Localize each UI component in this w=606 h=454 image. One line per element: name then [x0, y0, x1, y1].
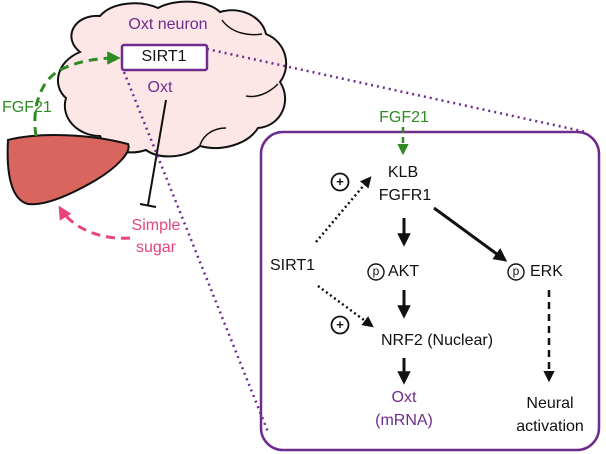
phospho-circle — [367, 263, 385, 281]
zoom-line-bottom — [122, 71, 270, 433]
brain-fold — [245, 83, 279, 98]
plus-symbol-nrf2: + — [336, 317, 344, 332]
inhibition-bar — [139, 203, 157, 208]
sirt1-to-nrf2-arrow — [317, 284, 374, 328]
oxt-mrna-label-line1: Oxt — [391, 389, 417, 406]
brain-shape — [57, 0, 288, 158]
liver-shape — [6, 134, 130, 206]
nrf2-label: NRF2 (Nuclear) — [381, 332, 494, 349]
oxt-mrna-label-line2: (mRNA) — [375, 412, 433, 429]
akt-label: AKT — [388, 263, 420, 280]
sirt1-box — [120, 43, 209, 72]
klb-label: KLB — [387, 164, 419, 181]
phospho-circle — [507, 263, 525, 281]
neural-activation-label-line2: activation — [516, 418, 584, 435]
phospho-symbol-erk: p — [512, 264, 520, 278]
plus-circle — [330, 172, 350, 192]
brain-fold — [199, 127, 227, 146]
phospho-symbol-akt: p — [372, 264, 380, 278]
oxt-neuron-label: Oxt neuron — [128, 16, 208, 33]
zoom-line-top — [206, 47, 587, 134]
neural-activation-label-line1: Neural — [526, 395, 574, 412]
sirt1-to-klb-arrow — [315, 176, 372, 243]
sugar-arrow-to-liver — [58, 205, 131, 240]
brain-fold — [221, 19, 263, 36]
fgf21-inset-label: FGF21 — [379, 109, 429, 126]
sirt1-inset-label: SIRT1 — [270, 257, 316, 274]
plus-circle — [330, 315, 350, 335]
erk-label: ERK — [530, 263, 563, 280]
plus-symbol-klb: + — [336, 174, 344, 189]
oxt-brain-label: Oxt — [147, 79, 173, 96]
simple-sugar-label-line1: Simple — [131, 217, 181, 234]
simple-sugar-label-line2: sugar — [135, 239, 177, 256]
fgfr1-to-erk-arrow — [433, 206, 508, 262]
inset-box — [259, 130, 601, 452]
sirt1-brain-label: SIRT1 — [141, 48, 187, 65]
fgfr1-label: FGFR1 — [378, 187, 432, 204]
fgf21-liver-label: FGF21 — [2, 99, 52, 116]
fgf21-arrow-liver-to-brain — [33, 51, 121, 137]
inhibition-line — [147, 99, 167, 206]
